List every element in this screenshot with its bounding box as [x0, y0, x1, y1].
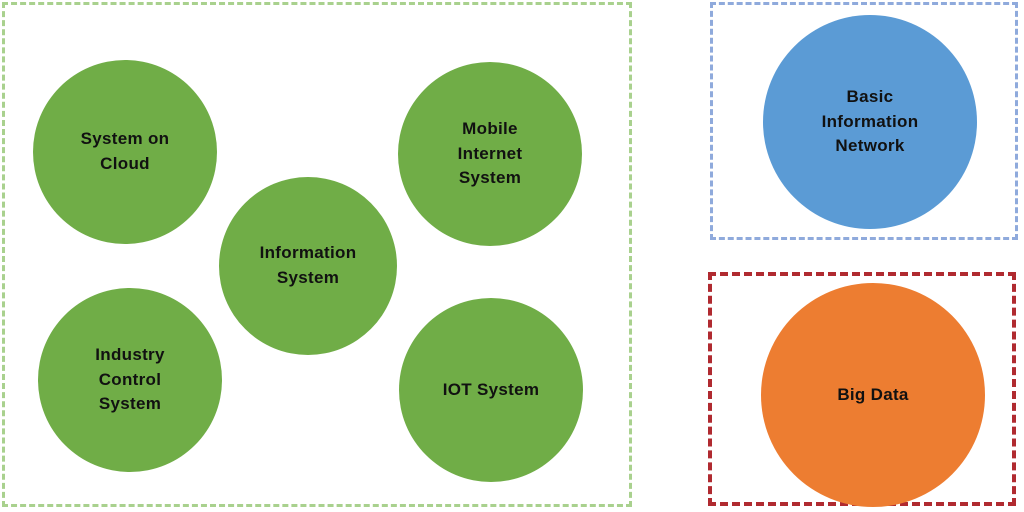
circle-basic-information-network: Basic Information Network	[763, 15, 977, 229]
systems-group-box: System on Cloud Mobile Internet System I…	[2, 2, 632, 507]
circle-mobile-internet-system: Mobile Internet System	[398, 62, 582, 246]
big-data-group-box: Big Data	[708, 272, 1016, 507]
circle-industry-control-system: Industry Control System	[38, 288, 222, 472]
basic-information-network-group-box: Basic Information Network	[710, 2, 1018, 240]
circle-iot-system: IOT System	[399, 298, 583, 482]
circle-system-on-cloud: System on Cloud	[33, 60, 217, 244]
circle-information-system: Information System	[219, 177, 397, 355]
circle-big-data: Big Data	[761, 283, 985, 507]
